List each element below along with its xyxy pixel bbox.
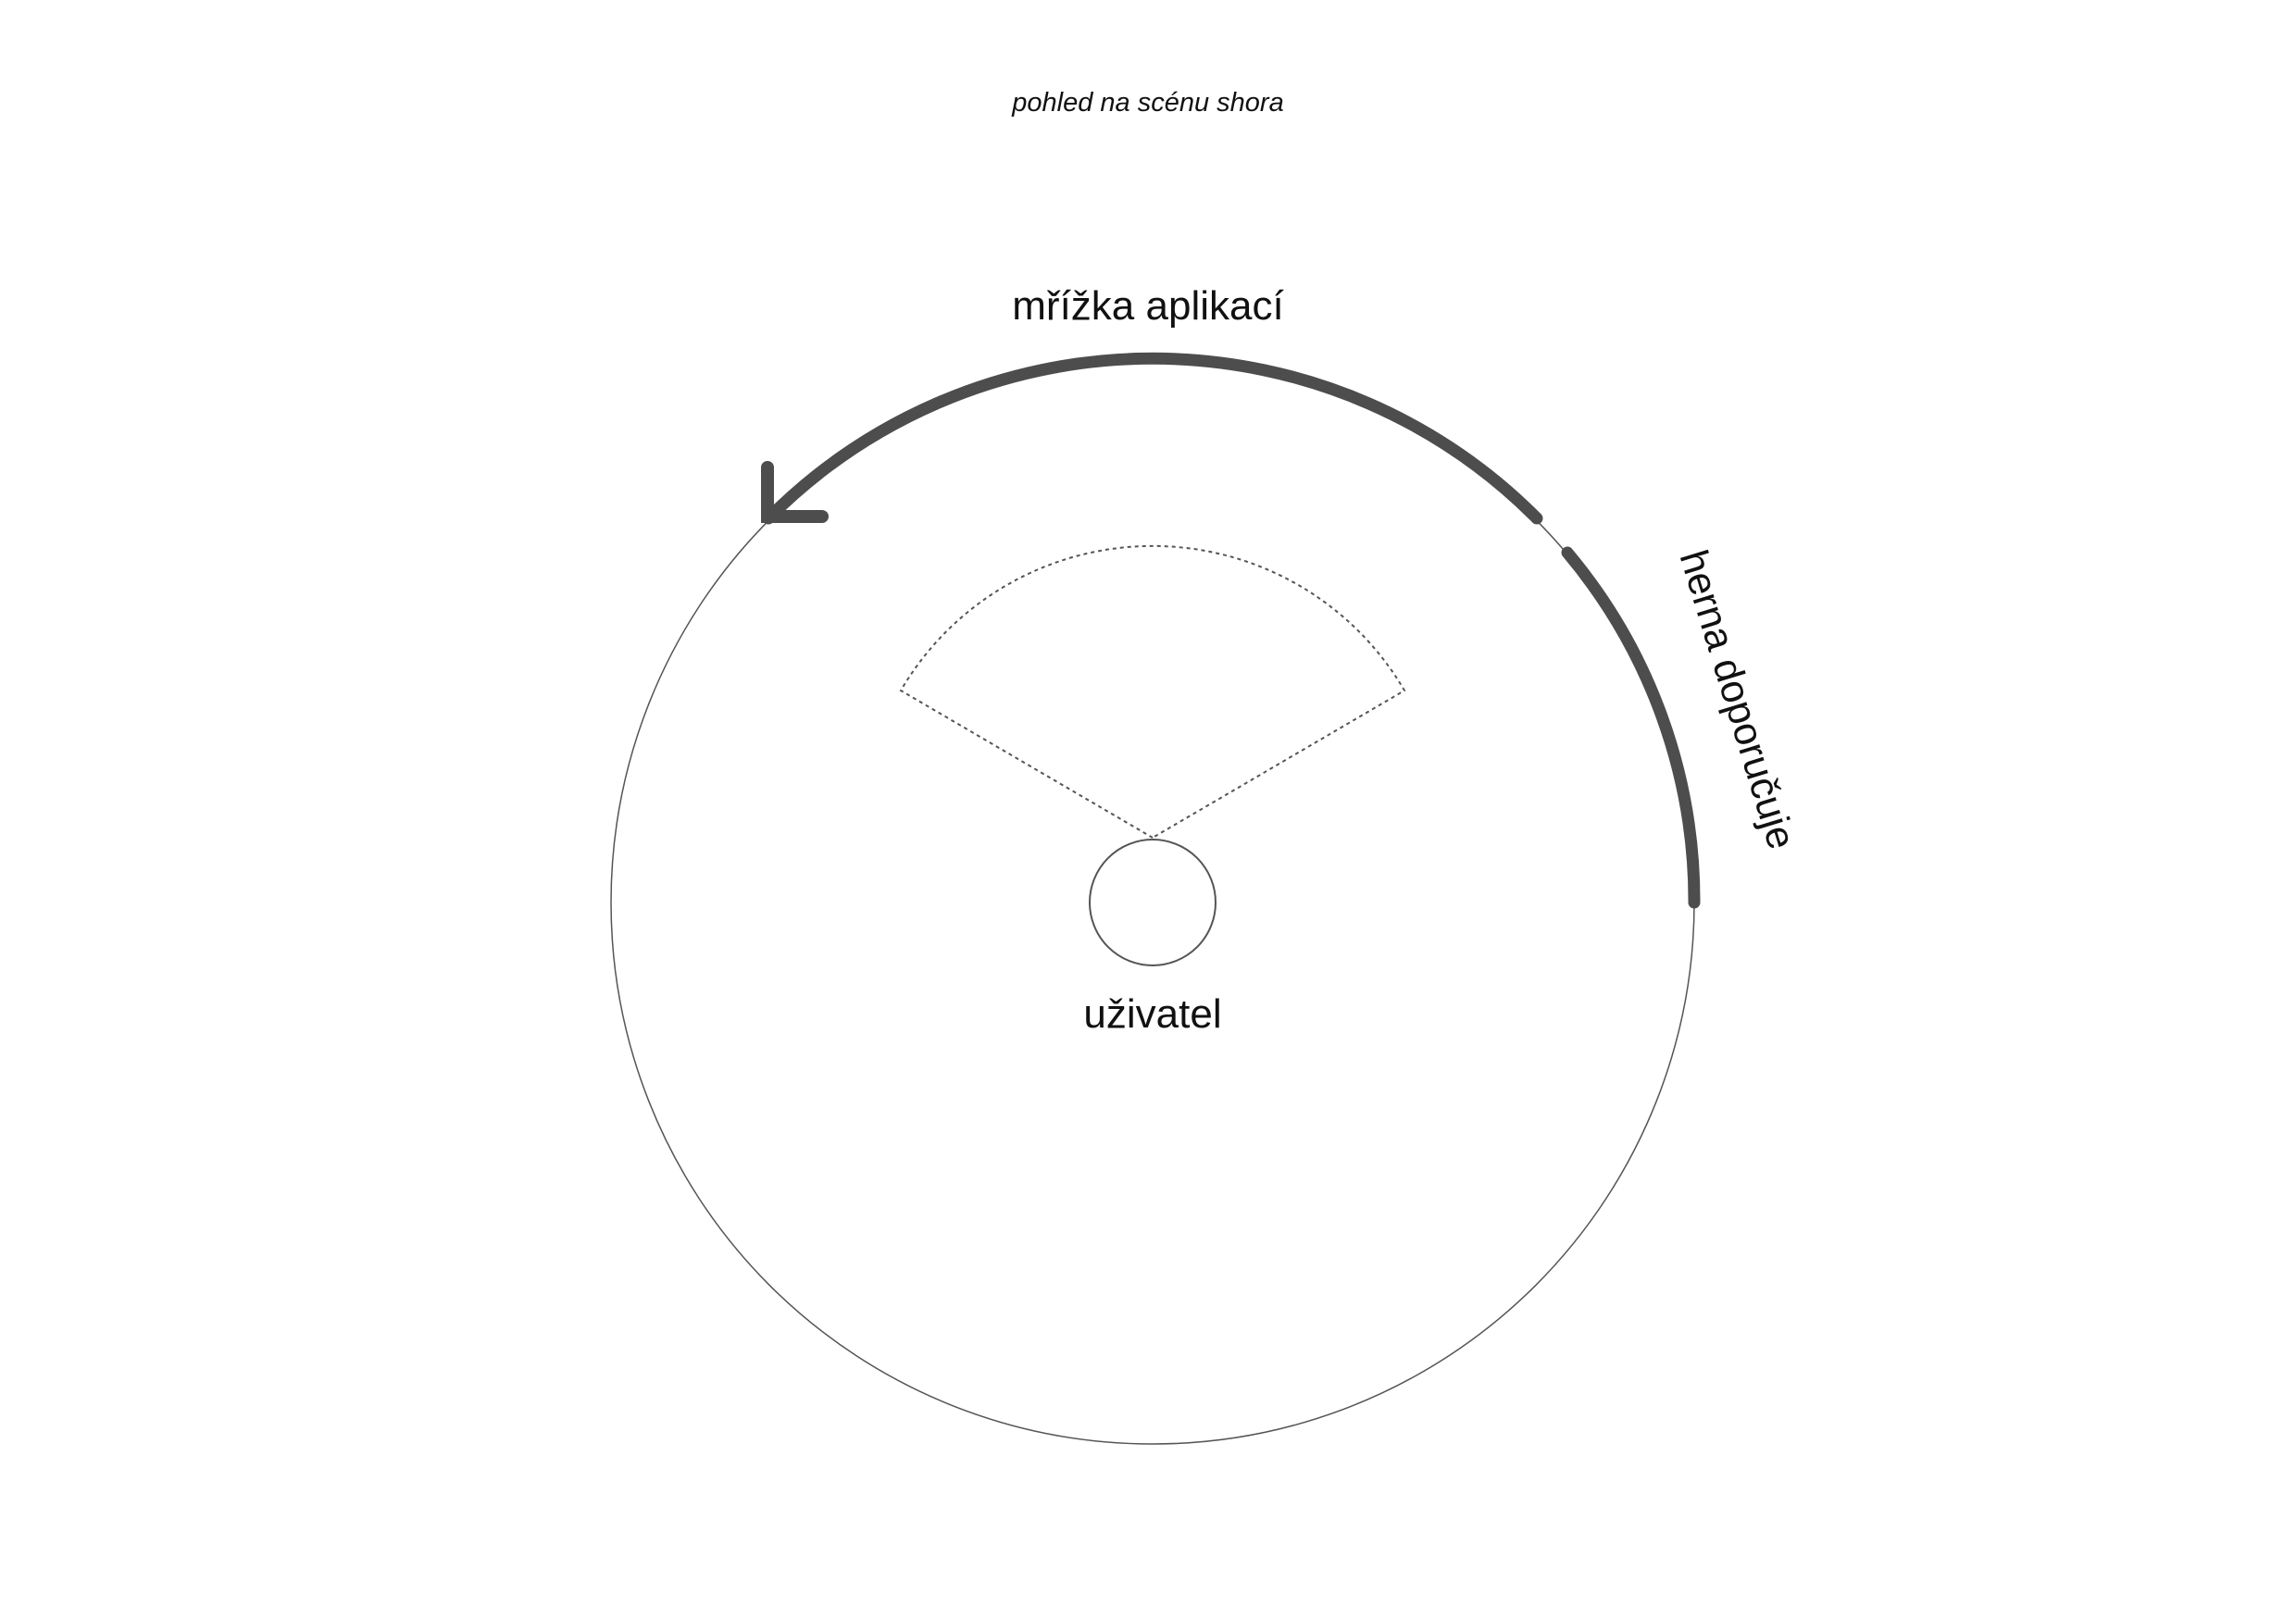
app-grid-arc [762,352,1543,525]
scene-boundary-circle [610,360,1695,1445]
field-of-view-sector [899,544,1406,840]
user-label: uživatel [1083,991,1221,1037]
app-grid-label: mřížka aplikací [1012,283,1284,329]
app-grid-arrowhead [761,461,829,523]
recommended-arc [1561,546,1701,909]
diagram-caption: pohled na scénu shora [1011,88,1283,118]
user-marker [1089,839,1217,966]
